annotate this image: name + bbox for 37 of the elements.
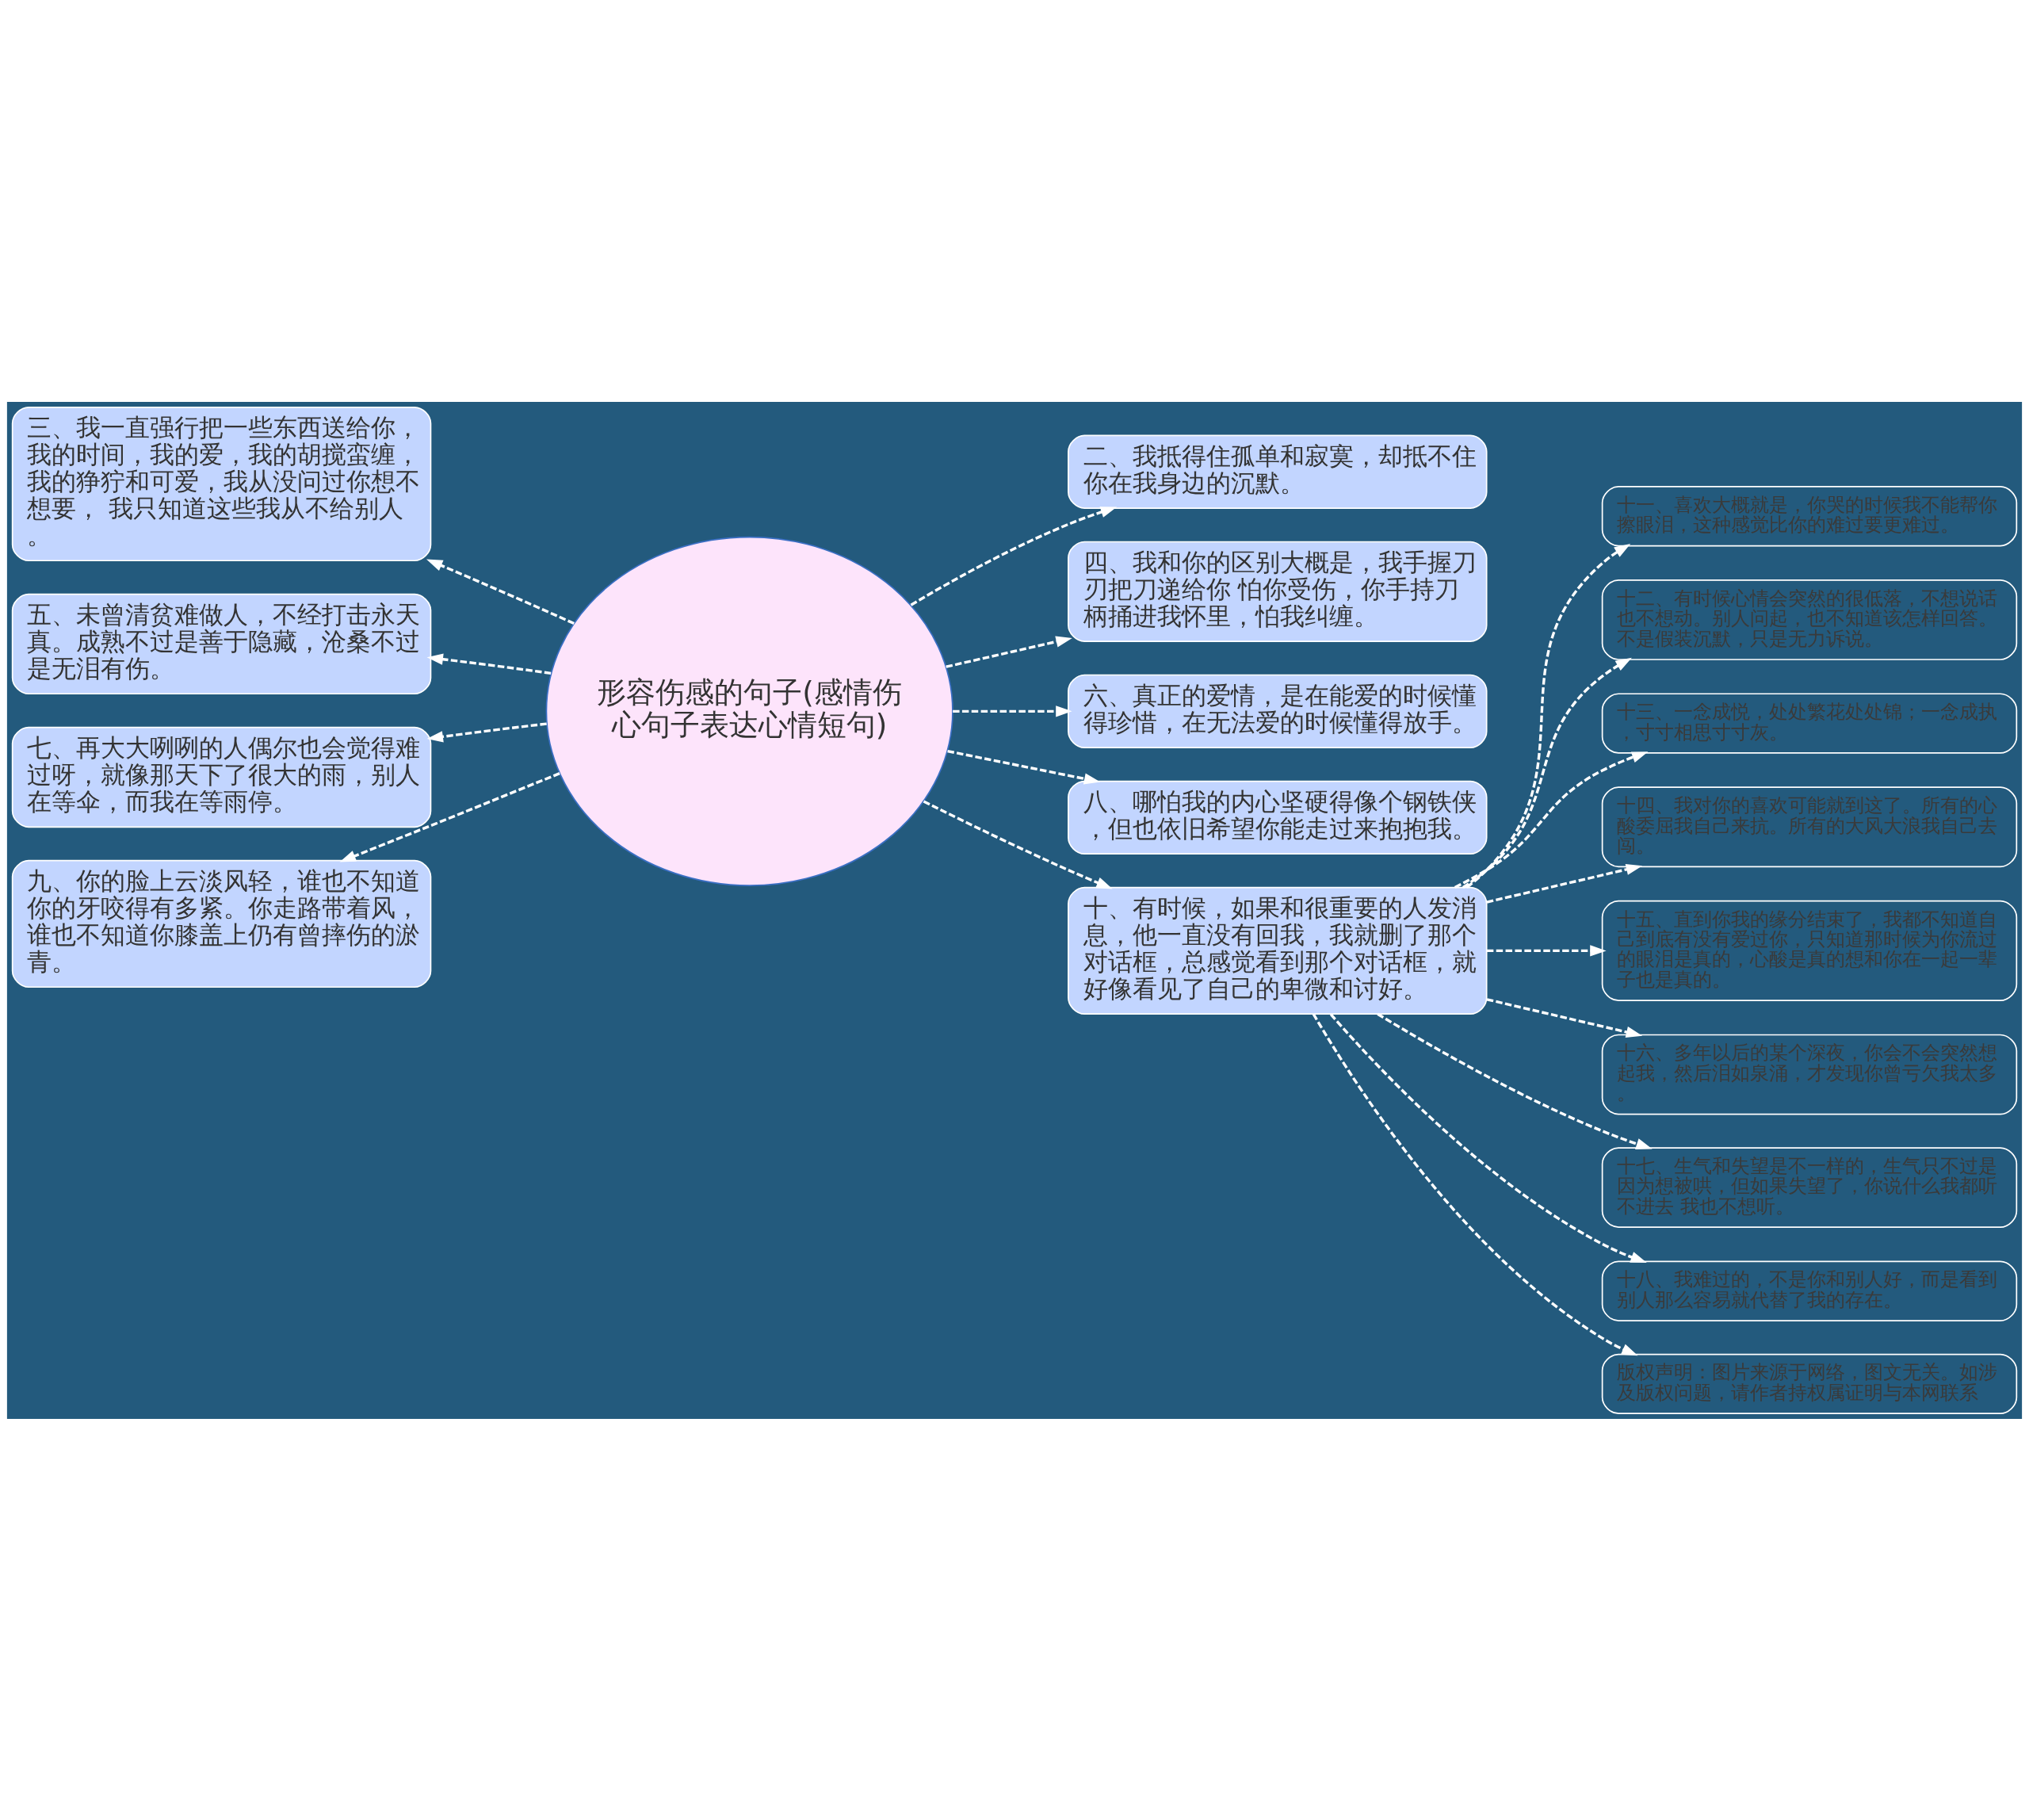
arrow	[1454, 751, 1649, 889]
node-box: 六、真正的爱情，是在能爱的时候懂得珍惜，在无法爱的时候懂得放手。	[1068, 674, 1488, 748]
node-box: 八、哪怕我的内心坚硬得像个钢铁侠，但也依旧希望你能走过来抱抱我。	[1068, 780, 1488, 855]
arrow	[1312, 1013, 1638, 1355]
node-box: 二、我抵得住孤单和寂寞，却抵不住你在我身边的沉默。	[1068, 434, 1488, 509]
arrow	[426, 558, 575, 625]
arrow	[1486, 997, 1643, 1038]
arrow	[1486, 863, 1643, 904]
node-box: 十一、喜欢大概就是，你哭的时候我不能帮你擦眼泪，这种感觉比你的难过要更难过。	[1601, 485, 2018, 546]
arrow	[923, 799, 1113, 889]
node-box: 十七、生气和失望是不一样的，生气只不过是因为想被哄，但如果失望了，你说什么我都听不进去 我也不想听。	[1601, 1146, 2018, 1228]
node-box: 十四、我对你的喜欢可能就到这了。所有的心酸委屈我自己来抗。所有的大风大浪我自己去闯。	[1601, 786, 2018, 867]
node-box: 十、有时候，如果和很重要的人发消息，他一直没有回我，我就删了那个对话框，总感觉看到那个对话框，就好像看见了自己的卑微和讨好。	[1068, 886, 1488, 1015]
arrow	[1377, 1012, 1653, 1149]
arrow	[1462, 657, 1632, 889]
node-box: 五、未曾清贫难做人，不经打击永天真。成熟不过是善于隐藏，沧桑不过是无泪有伤。	[11, 593, 432, 694]
arrow	[1486, 944, 1607, 957]
node-box: 十六、多年以后的某个深夜，你会不会突然想起我，然后泪如泉涌，才发现你曾亏欠我太多。	[1601, 1034, 2018, 1115]
node-box: 三、我一直强行把一些东西送给你，我的时间，我的爱，我的胡搅蛮缠，我的狰狞和可爱，我从没问过你想不想要， 我只知道这些我从不给别人。	[11, 406, 432, 561]
arrow	[947, 749, 1101, 784]
node-ellipse: 形容伤感的句子(感情伤心句子表达心情短句)	[545, 536, 953, 886]
node-box: 版权声明：图片来源于网络，图文无关。如涉及版权问题，请作者持权属证明与本网联系	[1601, 1353, 2018, 1414]
arrow	[426, 653, 552, 675]
arrow	[1329, 1012, 1647, 1263]
node-box: 九、你的脸上云淡风轻，谁也不知道你的牙咬得有多紧。你走路带着风，谁也不知道你膝盖上仍有曾摔伤的淤青。	[11, 859, 432, 988]
node-box: 四、我和你的区别大概是，我手握刀刃把刀递给你 怕你受伤，你手持刀柄捅进我怀里，怕我纠缠。	[1068, 541, 1488, 642]
arrow	[946, 636, 1072, 668]
arrow	[1465, 543, 1631, 889]
arrow	[426, 721, 547, 742]
arrow	[953, 705, 1072, 717]
arrow	[910, 506, 1118, 606]
node-box: 十五、直到你我的缘分结束了，我都不知道自己到底有没有爱过你，只知道那时候为你流过的眼泪是真的，心酸是真的想和你在一起一辈子也是真的。	[1601, 900, 2018, 1001]
arrow	[339, 771, 560, 862]
node-box: 十二、有时候心情会突然的很低落，不想说话也不想动。别人问起，也不知道该怎样回答。不是假装沉默，只是无力诉说。	[1601, 579, 2018, 660]
node-box: 十三、一念成悦，处处繁花处处锦；一念成执，寸寸相思寸寸灰。	[1601, 692, 2018, 754]
node-box: 十八、我难过的，不是你和别人好，而是看到别人那么容易就代替了我的存在。	[1601, 1260, 2018, 1321]
node-box: 七、再大大咧咧的人偶尔也会觉得难过呀，就像那天下了很大的雨，别人在等伞，而我在等雨停。	[11, 726, 432, 828]
